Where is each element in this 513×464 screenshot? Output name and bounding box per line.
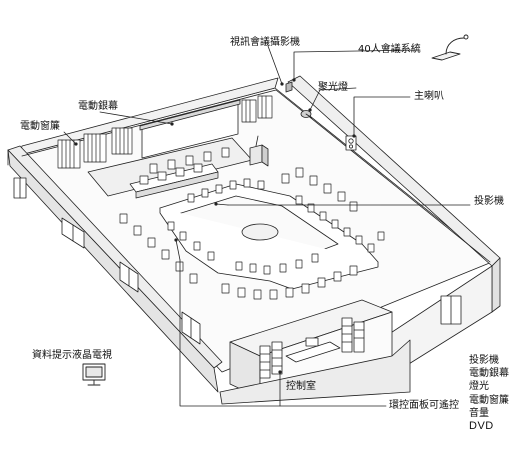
leader-dots bbox=[74, 78, 356, 374]
label-control-room: 控制室 bbox=[286, 381, 316, 392]
microphone-icon bbox=[431, 34, 469, 61]
chairs bbox=[119, 147, 385, 300]
legend-item: 音量 bbox=[469, 407, 489, 419]
label-lcd-tv: 資料提示液晶電視 bbox=[32, 350, 112, 361]
label-wall-panel: 環控面板可遙控 bbox=[389, 400, 459, 411]
legend-item: 電動窗簾 bbox=[469, 394, 509, 406]
control-function-list: 投影機 電動銀幕 燈光 電動窗簾 音量 DVD bbox=[469, 354, 509, 433]
label-projector: 投影機 bbox=[474, 196, 504, 207]
legend-item: 燈光 bbox=[469, 381, 489, 393]
label-electric-screen: 電動銀幕 bbox=[78, 101, 118, 112]
label-video-camera: 視訊會議攝影機 bbox=[230, 37, 300, 48]
control-room-block bbox=[219, 299, 411, 405]
front-desk-row bbox=[129, 163, 219, 199]
label-main-speaker: 主喇叭 bbox=[414, 91, 444, 102]
label-40-person-system: 40人會議系統 bbox=[358, 44, 421, 55]
lcd-tv-icon bbox=[82, 363, 106, 386]
leader-lines bbox=[63, 45, 471, 407]
legend-item: DVD bbox=[469, 420, 494, 433]
left-wall-windows bbox=[13, 177, 201, 345]
legend-item: 投影機 bbox=[469, 355, 499, 366]
label-electric-curtain: 電動窗簾 bbox=[20, 121, 60, 132]
label-spotlight: 聚光燈 bbox=[318, 82, 348, 93]
legend-item: 電動銀幕 bbox=[469, 368, 509, 380]
